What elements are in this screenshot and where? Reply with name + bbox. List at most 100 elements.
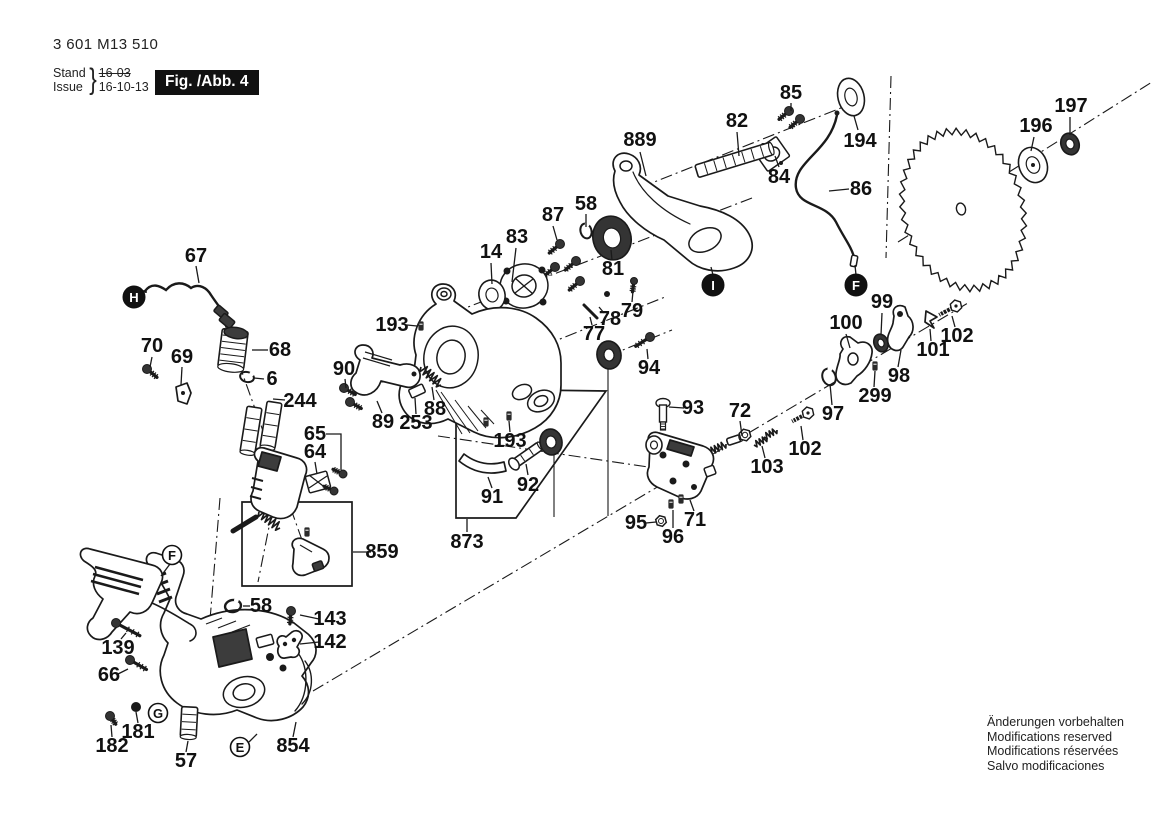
screw-65a-thread: [334, 467, 338, 474]
screw-859: [304, 527, 310, 537]
part-dot: [503, 267, 511, 275]
part-path: [151, 602, 197, 642]
part-dot: [411, 371, 417, 377]
screw-87c-thread: [568, 262, 574, 269]
screw-94-thread: [637, 340, 643, 347]
part-callout-95: 95: [625, 512, 647, 534]
screw-65a-head: [338, 469, 348, 479]
screw-79-thread: [629, 287, 636, 290]
arm-889-contour: [632, 171, 691, 225]
part-dot: [282, 641, 288, 647]
leader-line: [800, 425, 804, 441]
washer-99-bore: [877, 338, 885, 348]
screw-87c-head: [571, 256, 581, 266]
part-callout-100: 100: [829, 312, 862, 334]
cable-86: [794, 113, 856, 259]
part-line: [205, 617, 223, 625]
letter-marker-label-e: E: [236, 740, 245, 755]
screw-193c: [483, 417, 489, 427]
screw-66-head: [125, 655, 135, 665]
letter-marker-f: [844, 273, 868, 297]
leader-line: [248, 733, 258, 743]
screw-79-head: [630, 277, 638, 285]
screw-66-thread: [142, 665, 147, 672]
revision-block: Stand Issue } 16-03 16-10-13: [53, 65, 149, 95]
screw-90a-head: [339, 383, 349, 393]
leader-line: [853, 115, 859, 131]
leader-line: [487, 476, 493, 489]
leader-line: [929, 328, 932, 342]
part-callout-88: 88: [424, 398, 446, 420]
sleeve-57-end: [179, 733, 197, 741]
field-hatch: [212, 628, 253, 668]
leader-line: [195, 265, 200, 284]
footer-notes: Änderungen vorbehalten Modifications res…: [987, 715, 1124, 773]
screw-65b-thread: [325, 484, 329, 491]
part-ring-bore: [649, 440, 659, 450]
leader-line: [292, 721, 297, 738]
clamp-6: [239, 370, 255, 384]
sleeve-57-rib: [182, 713, 197, 716]
part-callout-66: 66: [98, 664, 120, 686]
nut-197-bore: [1065, 138, 1075, 150]
part-path: [294, 652, 307, 712]
screw-102a-head-dot: [954, 304, 958, 308]
letter-marker-f: [161, 544, 183, 566]
letter-marker-label-h: H: [129, 290, 138, 305]
part-line: [158, 595, 173, 604]
armature-82-rib: [759, 146, 765, 157]
screw-87c-thread: [563, 266, 569, 272]
leader-line: [117, 668, 129, 675]
sleeve-57-rib: [181, 728, 196, 731]
washer-97: [821, 367, 837, 387]
screw-102b-head-dot: [806, 411, 810, 415]
part-callout-102: 102: [940, 325, 973, 347]
part-blob: [257, 451, 282, 472]
pin-92-rib: [528, 448, 534, 456]
part-callout-86: 86: [850, 178, 872, 200]
part-callout-72: 72: [729, 400, 751, 422]
screw-65b-thread: [323, 483, 327, 490]
part-callout-64: 64: [304, 441, 327, 463]
screw-90b-thread: [353, 402, 358, 409]
leader-line: [160, 563, 171, 577]
pin-92-rib: [520, 454, 526, 462]
part-callout-101: 101: [916, 339, 949, 361]
screw-65b-thread: [327, 485, 331, 492]
screw-70-thread: [151, 372, 157, 378]
screw-87b-thread: [547, 268, 553, 275]
part-callout-58: 58: [250, 595, 272, 617]
part-callout-92: 92: [517, 474, 539, 496]
part-dot: [659, 451, 667, 459]
part-callout-96: 96: [662, 526, 684, 548]
part-line: [467, 405, 487, 429]
screw-299: [872, 361, 878, 371]
screw-87a-head: [555, 239, 565, 249]
screw-139-thread: [125, 626, 130, 633]
part-callout-143: 143: [313, 608, 346, 630]
part-dot: [691, 484, 697, 490]
screw-102b-thread: [791, 417, 796, 425]
screw-182-thread: [112, 721, 118, 726]
issue-label: Issue: [53, 80, 83, 94]
part-dot: [779, 161, 783, 165]
old-date: 16-03: [98, 66, 131, 80]
clip-101: [924, 310, 938, 329]
document-number: 3 601 M13 510: [53, 36, 159, 53]
screw-143-head: [286, 606, 296, 616]
leader-line: [639, 151, 647, 177]
axis-line: [209, 497, 221, 621]
lever-98: [886, 304, 914, 352]
screw-70-thread: [149, 370, 155, 376]
part-callout-244: 244: [283, 390, 317, 412]
part-line: [362, 357, 391, 367]
screw-143-thread: [286, 621, 294, 624]
part-callout-68: 68: [269, 339, 291, 361]
screw-87a-thread: [547, 249, 553, 255]
armature-82-rib: [703, 163, 709, 174]
leader-line: [598, 306, 605, 314]
nut-95: [654, 514, 668, 528]
stand-label: Stand: [53, 66, 86, 80]
part-callout-253: 253: [399, 412, 432, 434]
brush-244b: [259, 400, 283, 451]
